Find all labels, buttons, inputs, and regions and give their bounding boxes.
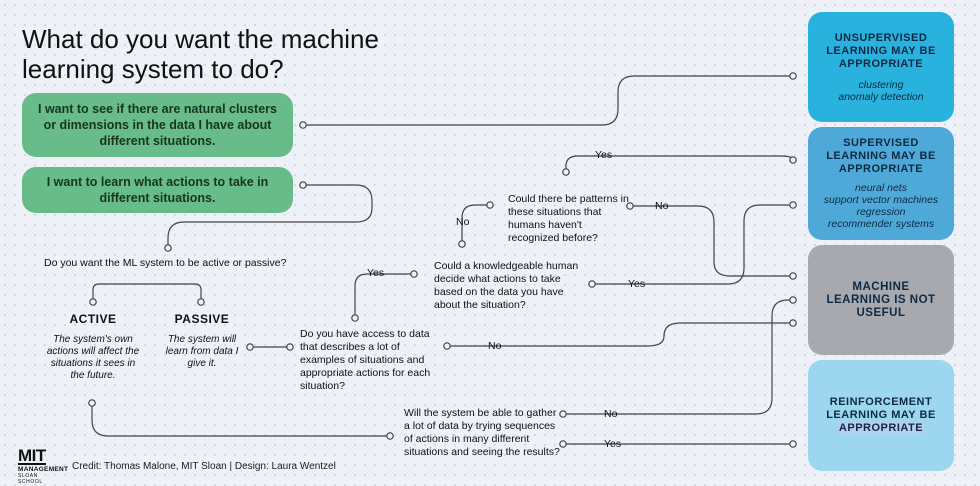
outcome-unsupervised-heading: UNSUPERVISED LEARNING MAY BE APPROPRIATE (826, 31, 936, 70)
outcome-not-useful[interactable]: MACHINE LEARNING IS NOT USEFUL (808, 245, 954, 355)
connector-mode-split (92, 283, 202, 300)
label-human-no: No (456, 216, 470, 228)
question-patterns: Could there be patterns in these situati… (508, 193, 629, 244)
outcome-supervised[interactable]: SUPERVISED LEARNING MAY BE APPROPRIATE n… (808, 127, 954, 240)
label-patterns-yes: Yes (595, 149, 613, 161)
label-gather-yes: Yes (604, 438, 622, 450)
connector-patterns-no (630, 205, 793, 277)
credit-line: Credit: Thomas Malone, MIT Sloan | Desig… (72, 461, 336, 472)
reinforcement-line2: LEARNING MAY BE (826, 409, 936, 421)
outcome-supervised-heading: SUPERVISED LEARNING MAY BE APPROPRIATE (826, 137, 936, 175)
outcome-unsupervised-examples: clustering anomaly detection (838, 79, 923, 103)
logo-management: MANAGEMENT (18, 466, 69, 473)
connector-actions-activepassive (167, 184, 373, 246)
mode-passive-desc: The system will learn from data I give i… (165, 334, 239, 369)
option-clusters-box[interactable]: I want to see if there are natural clust… (22, 93, 293, 157)
mode-passive-title: PASSIVE (174, 312, 230, 326)
outcome-unsupervised[interactable]: UNSUPERVISED LEARNING MAY BE APPROPRIATE… (808, 12, 954, 122)
connector-data-yes (354, 273, 414, 318)
connector-gather-no (563, 299, 793, 415)
label-data-no: No (488, 340, 502, 352)
label-gather-no: No (604, 408, 618, 420)
label-human-yes: Yes (628, 278, 646, 290)
reinforcement-line1: REINFORCEMENT (829, 396, 933, 408)
connector-data-no (447, 322, 793, 347)
connector-human-no (461, 204, 490, 244)
connector-clusters-unsupervised (303, 75, 793, 126)
question-data-access: Do you have access to data that describe… (300, 328, 431, 392)
page-title: What do you want the machine learning sy… (22, 24, 379, 84)
outcome-supervised-examples: neural nets support vector machines regr… (824, 182, 938, 230)
question-gather-data: Will the system be able to gather a lot … (404, 407, 560, 458)
outcome-reinforcement[interactable]: REINFORCEMENT LEARNING MAY BE APPROPRIAT… (808, 360, 954, 471)
label-patterns-no: No (655, 200, 669, 212)
example-svm: support vector machines (823, 194, 939, 206)
example-clustering: clustering (858, 78, 904, 91)
label-data-yes: Yes (367, 267, 385, 279)
example-recommender: recommender systems (827, 218, 935, 230)
example-neural-nets: neural nets (855, 182, 907, 194)
example-regression: regression (856, 206, 906, 218)
question-active-passive: Do you want the ML system to be active o… (44, 257, 287, 269)
outcome-not-useful-heading: MACHINE LEARNING IS NOT USEFUL (826, 280, 936, 319)
reinforcement-line3: APPROPRIATE (837, 422, 925, 434)
connector-active-gather (91, 403, 390, 437)
logo-sloan-school: SLOAN SCHOOL (18, 473, 43, 485)
mode-active-desc: The system's own actions will affect the… (46, 334, 140, 381)
mode-active-title: ACTIVE (69, 312, 117, 326)
outcome-reinforcement-heading: REINFORCEMENT LEARNING MAY BE APPROPRIAT… (826, 396, 936, 435)
logo-mit: MIT (18, 446, 46, 465)
question-human-decide: Could a knowledgeable human decide what … (434, 260, 579, 311)
example-anomaly-detection: anomaly detection (838, 90, 924, 103)
option-actions-box[interactable]: I want to learn what actions to take in … (22, 167, 293, 213)
connector-human-yes (592, 204, 793, 285)
mit-sloan-logo: MIT MANAGEMENT SLOAN SCHOOL (18, 446, 69, 485)
